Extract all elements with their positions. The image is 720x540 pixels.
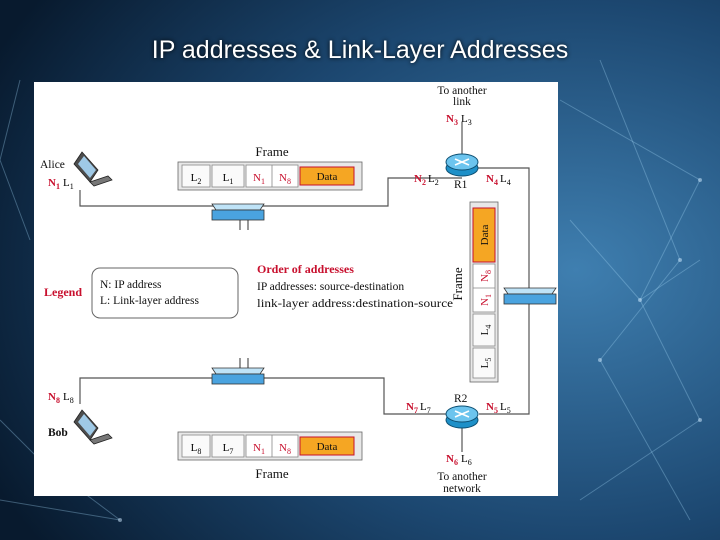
frame-bottom-field-2: L7	[223, 442, 234, 456]
switch-right	[503, 287, 557, 305]
frame-right-field-3: N1	[479, 294, 493, 306]
r2-name: R2	[454, 393, 468, 405]
frame-top-field-4: N8	[279, 172, 291, 186]
alice-name: Alice	[40, 159, 65, 171]
bob-name: Bob	[48, 427, 68, 439]
switch-top	[211, 203, 265, 221]
order-title: Order of addresses	[257, 262, 354, 276]
top-link-line2: link	[453, 96, 471, 108]
frame-right: Data N8 N1 L4 L5	[469, 201, 499, 383]
frame-bottom: L8 L7 N1 N8 Data	[177, 431, 363, 461]
r1-name: R1	[454, 179, 468, 191]
frame-top-field-2: L1	[223, 172, 234, 186]
order-line1: IP addresses: source-destination	[257, 281, 404, 293]
frame-right-data: Data	[479, 225, 491, 246]
legend-box	[91, 267, 239, 319]
wire-alice-r1	[79, 177, 462, 207]
switch-bottom	[211, 367, 265, 385]
frame-right-field-1: L5	[479, 358, 493, 369]
laptop-alice-icon	[73, 151, 113, 187]
frame-bottom-field-3: N1	[253, 442, 265, 456]
frame-bottom-data: Data	[317, 441, 338, 453]
frame-right-field-4: N8	[479, 270, 493, 282]
frame-top-label: Frame	[255, 144, 288, 159]
top-link-line1: To another	[437, 85, 487, 97]
frame-right-label: Frame	[450, 267, 465, 300]
slide-title: IP addresses & Link-Layer Addresses	[151, 36, 569, 64]
laptop-bob-icon	[73, 409, 113, 445]
order-line2: link-layer address:destination-source	[257, 298, 453, 310]
frame-top-data: Data	[317, 171, 338, 183]
bottom-network-line2: network	[443, 483, 481, 495]
legend-line1: N: IP address	[100, 279, 162, 291]
switch1-ports	[239, 220, 249, 230]
switch2-ports	[239, 358, 249, 368]
frame-top-field-3: N1	[253, 172, 265, 186]
wire-bob-r2	[79, 377, 449, 415]
frame-bottom-field-1: L8	[191, 442, 202, 456]
legend-title: Legend	[44, 285, 82, 299]
frame-top-field-1: L2	[191, 172, 202, 186]
bottom-network-line1: To another	[437, 471, 487, 483]
frame-bottom-field-4: N8	[279, 442, 291, 456]
legend-line2: L: Link-layer address	[100, 295, 200, 307]
frame-bottom-label: Frame	[255, 466, 288, 481]
router-r1-icon	[445, 153, 479, 177]
frame-right-field-2: L4	[479, 325, 493, 336]
frame-top: L2 L1 N1 N8 Data	[177, 161, 363, 191]
router-r2-icon	[445, 405, 479, 429]
